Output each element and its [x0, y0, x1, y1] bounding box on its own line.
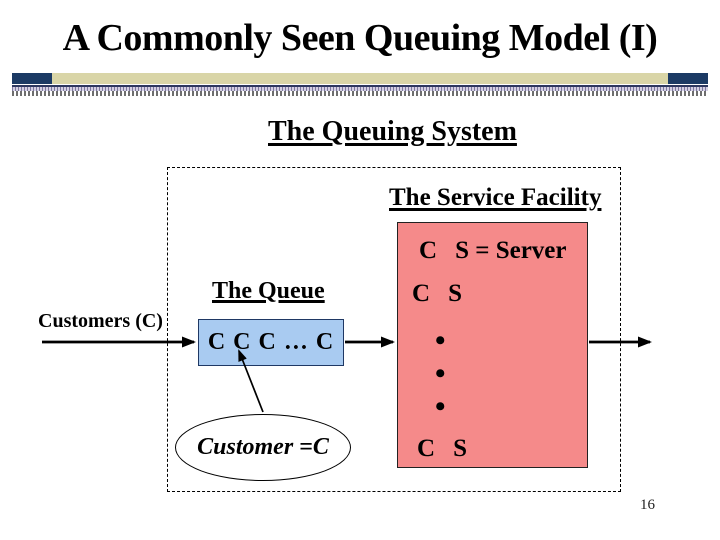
title-rule-bar [12, 73, 708, 84]
server-symbol: S [453, 435, 467, 462]
title-rule-texture-top [12, 87, 708, 91]
title-rule-line [12, 85, 708, 87]
customer-note-ellipse: Customer =C [175, 414, 351, 481]
system-boundary-box [167, 167, 621, 492]
service-facility-heading: The Service Facility [389, 184, 602, 211]
customer-symbol: C [412, 280, 431, 307]
customer-note-label: Customer =C [197, 434, 329, 460]
server-row-middle: C S [412, 279, 462, 309]
server-symbol: S [448, 280, 462, 307]
queuing-system-heading: The Queuing System [268, 116, 517, 147]
server-row-bottom: C S [417, 434, 467, 464]
service-facility-box: C S = Server C S • • • C S [397, 222, 588, 468]
customer-symbol: C [419, 237, 438, 264]
customers-label: Customers (C) [38, 310, 163, 332]
title-rule-right-cap [668, 73, 708, 84]
queue-heading: The Queue [212, 278, 325, 304]
queue-contents: C C C … C [207, 329, 335, 355]
server-row-top: C S = Server [419, 236, 567, 266]
title-rule-texture-bottom [12, 91, 708, 96]
server-definition-label: S = Server [455, 237, 567, 264]
title-rule-left-cap [12, 73, 52, 84]
page-number: 16 [640, 497, 655, 513]
vertical-ellipsis-dot: • [435, 324, 446, 357]
customer-symbol: C [417, 435, 436, 462]
slide-title: A Commonly Seen Queuing Model (I) [62, 17, 658, 59]
vertical-ellipsis-dot: • [435, 390, 446, 423]
queue-box: C C C … C [198, 319, 344, 366]
vertical-ellipsis-dot: • [435, 357, 446, 390]
